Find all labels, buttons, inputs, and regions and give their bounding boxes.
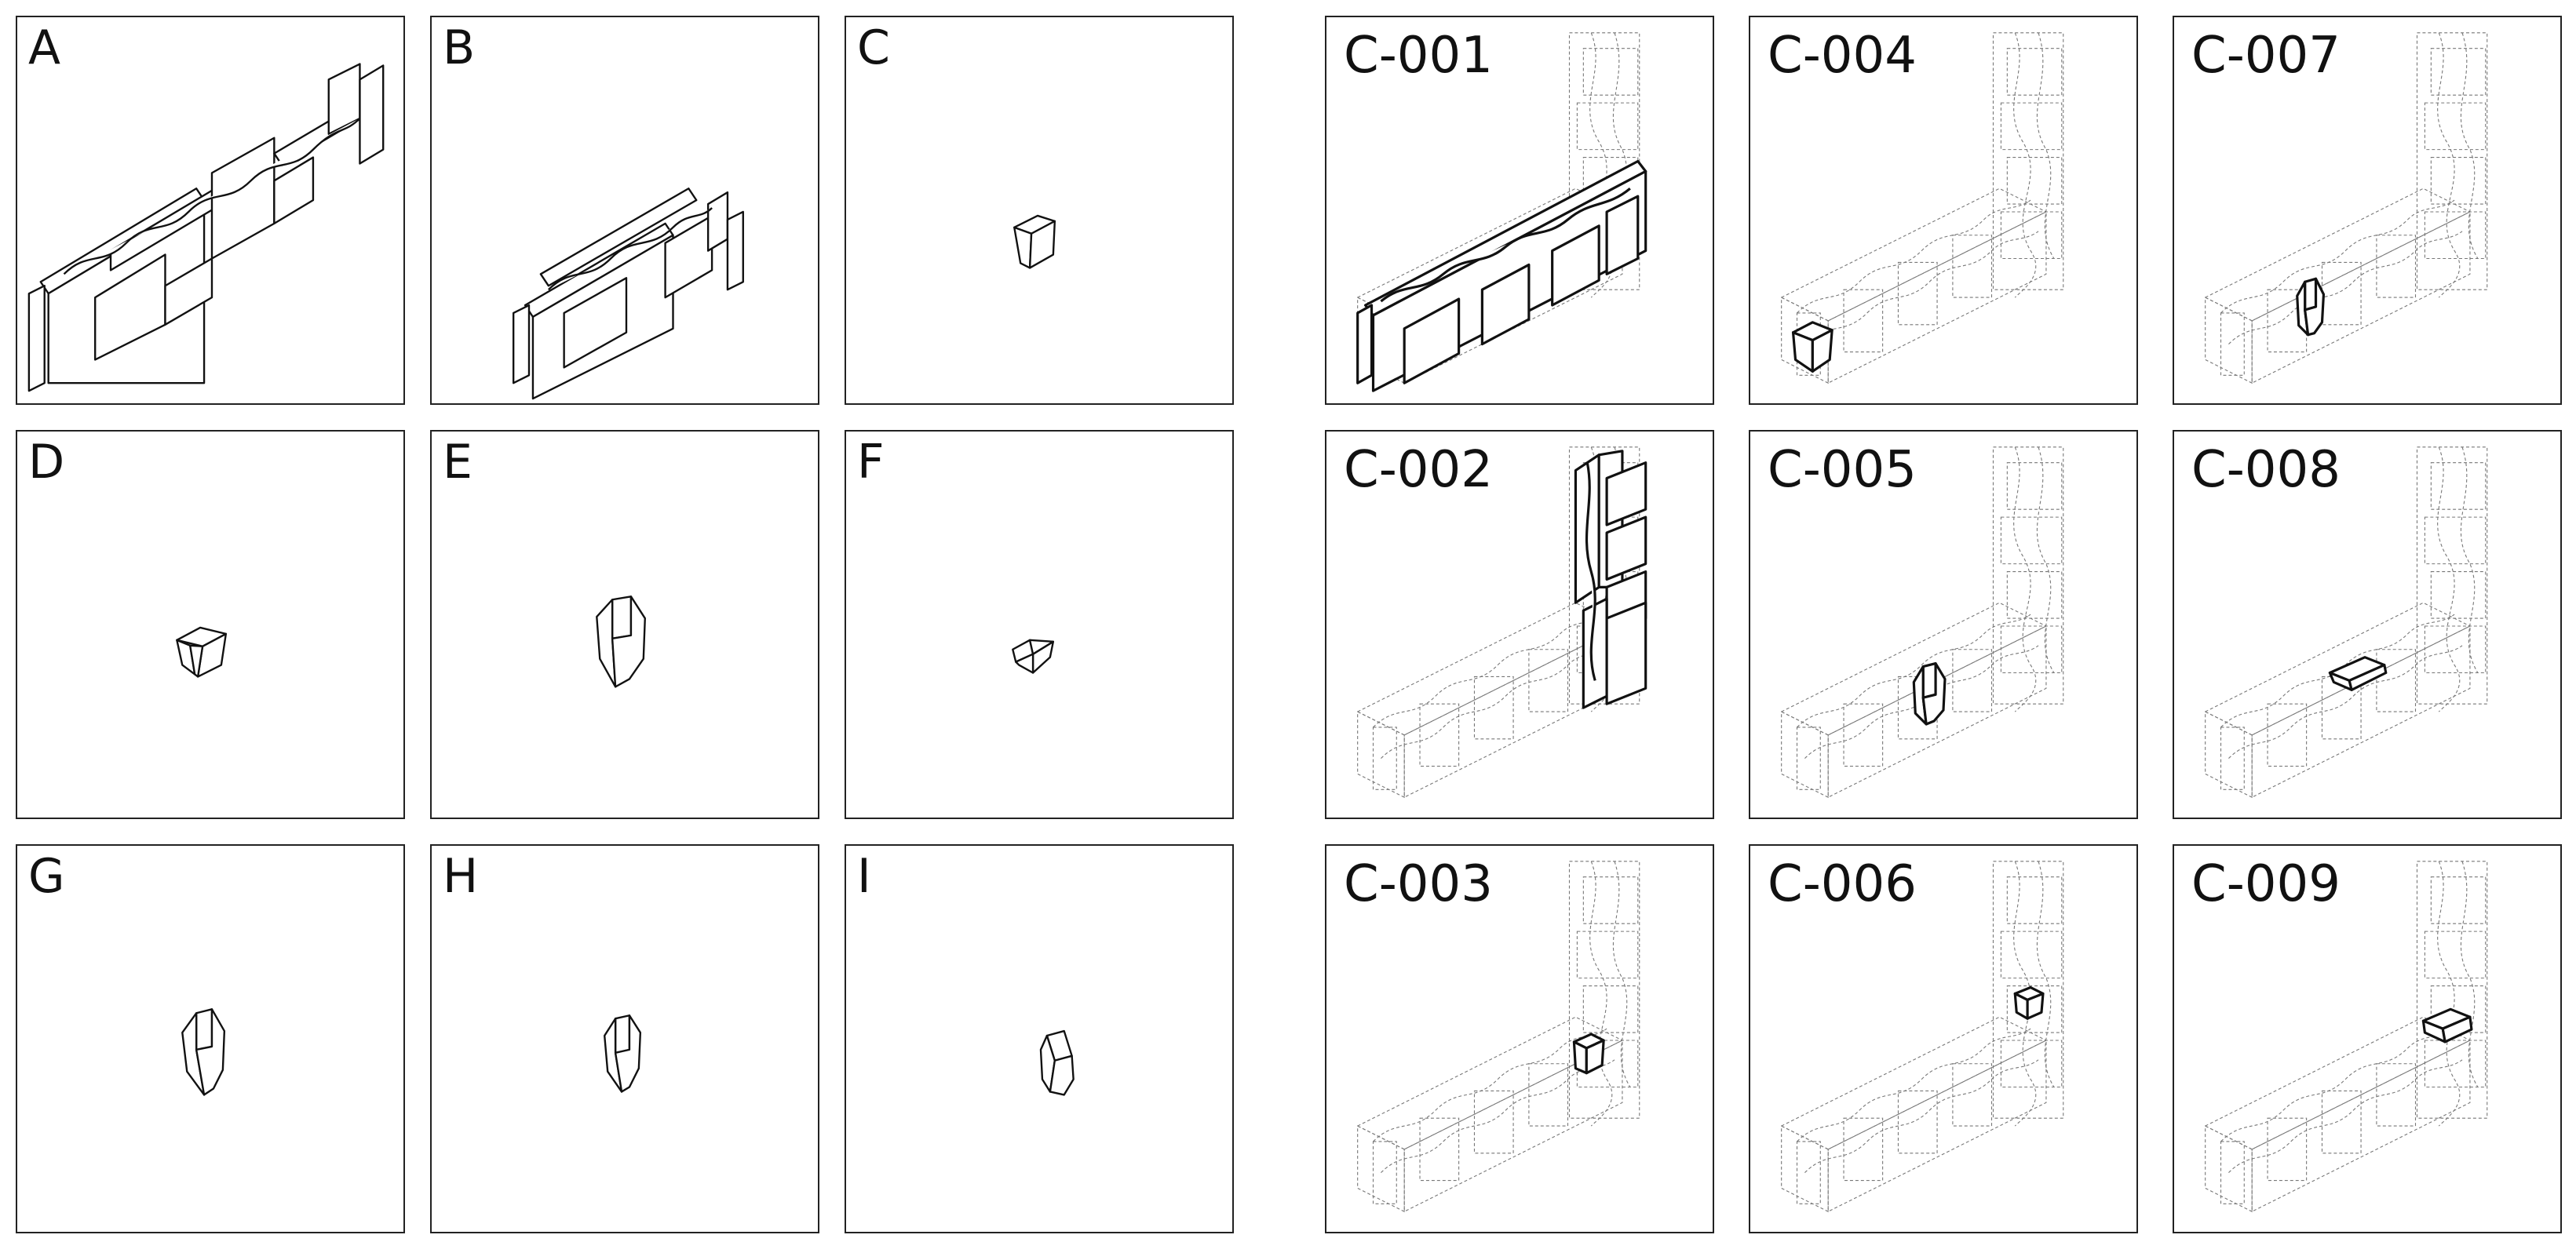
panel-A: A: [16, 16, 405, 405]
panel-label: A: [28, 20, 61, 75]
panel-label: C-001: [1344, 27, 1493, 85]
block: [176, 626, 228, 678]
highlighted-block: [1791, 321, 1833, 373]
panel-C-005: C-005: [1749, 430, 2138, 819]
panel-label: C-009: [2191, 855, 2341, 913]
panel-label: C-002: [1344, 441, 1493, 499]
l-wall-drawing: [1357, 861, 1640, 1212]
hex-block-drawing: [181, 1008, 226, 1096]
panel-C: C: [845, 16, 1234, 405]
panel-label: B: [443, 20, 476, 75]
l-wall-drawing: [1781, 446, 2064, 798]
panel-label: C-007: [2191, 27, 2341, 85]
tall-block-drawing: [1039, 1029, 1075, 1096]
highlighted-horizontal-wall: [1356, 159, 1647, 392]
l-wall-drawing: [2205, 32, 2488, 384]
panel-C-009: C-009: [2173, 844, 2562, 1233]
panel-C-008: C-008: [2173, 430, 2562, 819]
wedge-block-drawing: [1012, 639, 1055, 674]
panel-label: G: [28, 849, 65, 904]
l-wall-drawing: [1356, 32, 1647, 392]
wall-blocks: [27, 63, 385, 392]
block: [604, 1014, 642, 1093]
panel-E: E: [430, 430, 819, 819]
block: [596, 596, 646, 688]
panel-C-002: C-002: [1325, 430, 1714, 819]
panel-label: C-008: [2191, 441, 2341, 499]
l-wall-drawing: [2205, 446, 2488, 798]
highlighted-block: [2296, 277, 2326, 337]
panel-D: D: [16, 430, 405, 819]
wall-blocks: [512, 188, 744, 400]
l-wall-drawing: [1781, 32, 2064, 384]
highlighted-vertical-wall: [1574, 450, 1647, 709]
small-block-drawing: [1013, 214, 1056, 269]
panel-F: F: [845, 430, 1234, 819]
l-wall-drawing: [2205, 861, 2488, 1212]
block: [181, 1008, 226, 1096]
panel-label: I: [857, 849, 871, 904]
panel-label: C-003: [1344, 855, 1493, 913]
block: [1013, 214, 1056, 269]
panel-label: H: [443, 849, 479, 904]
panel-C-006: C-006: [1749, 844, 2138, 1233]
panel-C-004: C-004: [1749, 16, 2138, 405]
highlighted-block: [1912, 662, 1947, 726]
notched-block-drawing: [176, 626, 228, 678]
highlighted-flat-block: [2421, 1007, 2473, 1043]
panel-label: C-006: [1768, 855, 1917, 913]
panel-C-003: C-003: [1325, 844, 1714, 1233]
panel-C-001: C-001: [1325, 16, 1714, 405]
panel-H: H: [430, 844, 819, 1233]
half-wall-drawing: [512, 188, 744, 400]
hex-large-block-drawing: [596, 596, 646, 688]
panel-G: G: [16, 844, 405, 1233]
block: [1039, 1029, 1075, 1096]
full-wall-drawing: [27, 63, 385, 392]
panel-label: E: [443, 435, 473, 490]
highlighted-block: [1572, 1033, 1605, 1075]
hex-block-drawing: [604, 1014, 642, 1093]
highlighted-flat-block: [2328, 656, 2388, 691]
panel-label: C-004: [1768, 27, 1917, 85]
panel-label: C-005: [1768, 441, 1917, 499]
panel-label: D: [28, 435, 65, 490]
l-wall-drawing: [1781, 861, 2064, 1212]
panel-B: B: [430, 16, 819, 405]
highlighted-block: [2013, 985, 2045, 1020]
panel-C-007: C-007: [2173, 16, 2562, 405]
l-wall-drawing: [1357, 446, 1647, 798]
panel-label: C: [857, 20, 890, 75]
block: [1012, 639, 1055, 674]
panel-I: I: [845, 844, 1234, 1233]
panel-label: F: [857, 435, 885, 490]
